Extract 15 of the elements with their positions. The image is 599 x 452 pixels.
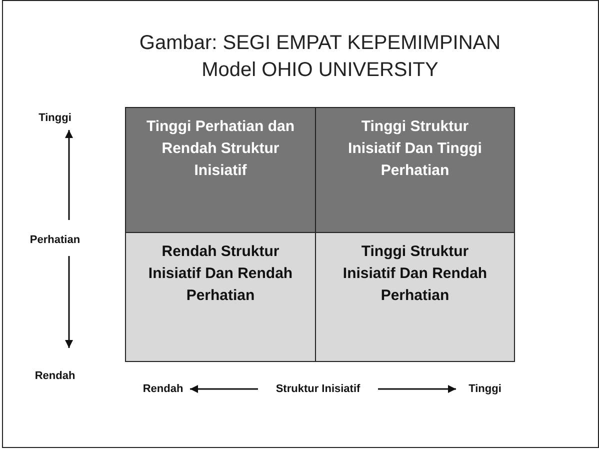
diagram-title: Gambar: SEGI EMPAT KEPEMIMPINAN Model OHIO UNIVERSITY (138, 31, 502, 83)
axis-label: Perhatian (30, 234, 80, 246)
quadrant-cell (315, 232, 515, 362)
axis-label: Rendah (142, 383, 184, 395)
quadrant-text: Tinggi Struktur Inisiatif Dan Tinggi Perhatian (347, 117, 483, 181)
quadrant-text: Tinggi Struktur Inisiatif Dan Rendah Perhatian (342, 242, 488, 306)
quadrant-text: Tinggi Perhatian dan Rendah Struktur Inisiatif (146, 117, 296, 181)
axis-label: Rendah (34, 370, 76, 382)
axis-label: Tinggi (468, 383, 502, 395)
quadrant-cell (125, 232, 316, 362)
axis-label: Tinggi (38, 112, 72, 124)
quadrant-text: Rendah Struktur Inisiatif Dan Rendah Perhatian (147, 242, 294, 306)
axis-label: Struktur Inisiatif (276, 383, 360, 395)
quadrant-cell (125, 107, 316, 233)
quadrant-cell (315, 107, 515, 233)
